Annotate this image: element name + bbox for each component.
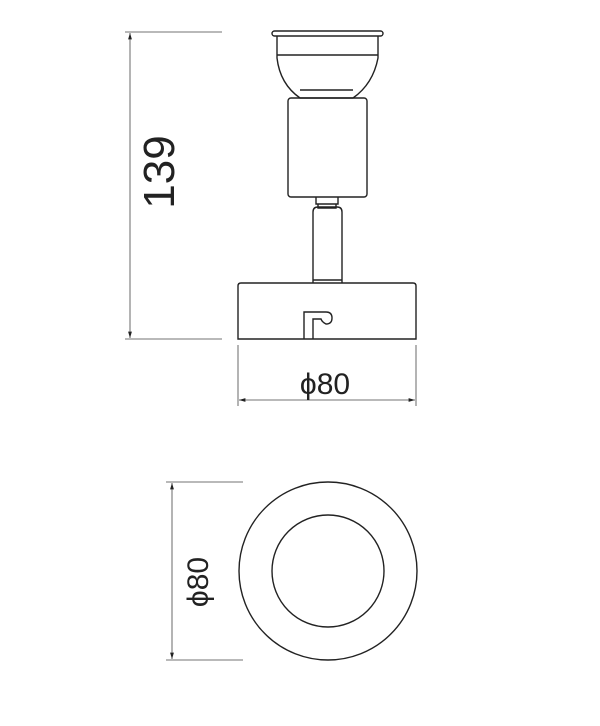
top-diameter-label: ϕ80 (182, 557, 215, 607)
top-view (238, 481, 418, 661)
height-dimension-label: 139 (135, 135, 184, 208)
mount-hook (303, 311, 333, 339)
side-diameter-dimension: ϕ80 (237, 345, 417, 406)
height-dimension: 139 (125, 31, 222, 340)
outer-circle (238, 481, 418, 661)
connector (315, 197, 339, 209)
inner-circle (271, 514, 385, 628)
side-diameter-label: ϕ80 (300, 368, 350, 401)
socket-housing (287, 97, 368, 198)
side-view (237, 30, 417, 340)
bulb (271, 30, 384, 99)
base (237, 282, 417, 340)
top-diameter-dimension: ϕ80 (166, 481, 243, 661)
arm (312, 206, 343, 283)
